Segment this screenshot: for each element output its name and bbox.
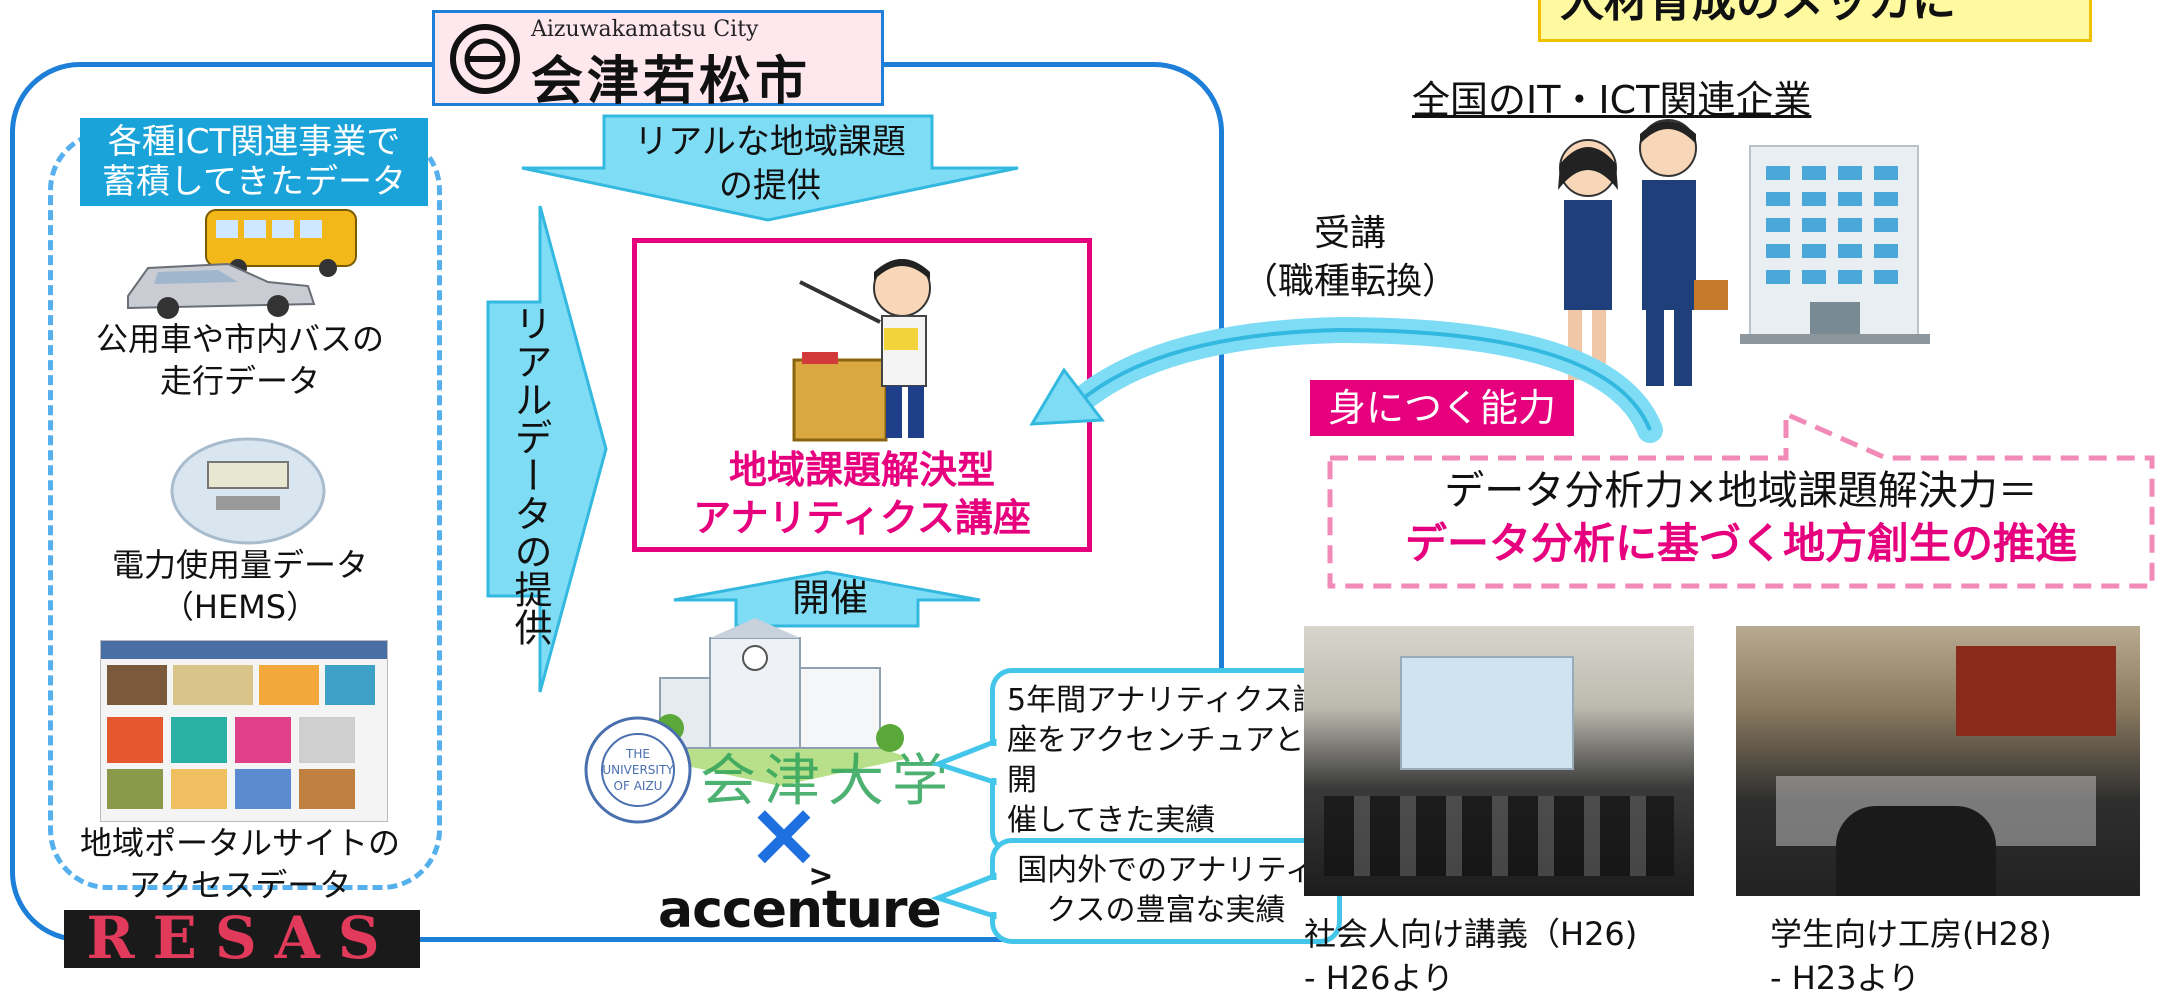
portal-data-label: 地域ポータルサイトの アクセスデータ — [79, 824, 400, 904]
data-panel-label: 各種ICT関連事業で 蓄積してきたデータ — [80, 118, 428, 206]
city-name-en: Aizuwakamatsu City — [531, 17, 759, 42]
office-building-icon — [1740, 145, 1930, 344]
accenture-logo: accenture — [658, 880, 942, 940]
formula-line2: データ分析に基づく地方創生の推進 — [1404, 519, 2077, 568]
bus-car-icon — [127, 209, 357, 319]
lecture-photo — [1304, 626, 1694, 896]
university-callout-tail — [930, 738, 1000, 786]
workshop-caption: 学生向け工房(H28) - H23より — [1770, 915, 2052, 997]
title-banner-text: 人材育成のメッカに — [1560, 0, 1956, 27]
university-name: 会津大学 — [700, 749, 956, 814]
accenture-callout-tail — [930, 872, 1000, 920]
skill-label: 身につく能力 — [1310, 380, 1575, 436]
workshop-photo — [1736, 626, 2140, 896]
companies-title: 全国のIT・ICT関連企業 — [1412, 78, 1812, 122]
formula-line1: データ分析力×地域課題解決力＝ — [1444, 468, 2038, 514]
bus-data-label: 公用車や市内バスの 走行データ — [95, 320, 384, 400]
city-logo: Aizuwakamatsu City 会津若松市 — [432, 10, 884, 112]
university-seal-text: THE UNIVERSITY OF AIZU — [602, 747, 674, 793]
arrow-down-issues-label: リアルな地域課題 の提供 — [634, 122, 906, 206]
arrow-up-held-label: 開催 — [791, 576, 868, 620]
cross-symbol: × — [746, 782, 822, 887]
accenture-callout: 国内外でのアナリティ クスの豊富な実績 — [990, 838, 1342, 944]
university-callout: 5年間アナリティクス講 座をアクセンチュアと開 催してきた実績 — [990, 668, 1342, 854]
arrow-down-issues — [521, 114, 1019, 222]
lecture-caption: 社会人向け講義（H26) - H26より — [1304, 915, 1638, 997]
university-seal-icon — [584, 716, 692, 824]
resas-logo-text: RESAS — [86, 904, 398, 972]
city-emblem-icon — [450, 24, 520, 94]
accenture-chevron-icon: > — [808, 859, 834, 894]
city-name-ja: 会津若松市 — [531, 51, 812, 112]
power-meter-icon — [170, 437, 326, 545]
arrow-up-held — [673, 570, 981, 628]
arrow-right-data-label: リアルデータの提供 — [508, 304, 552, 646]
attend-label: 受講 （職種転換） — [1241, 213, 1458, 302]
attend-curved-arrow — [1029, 316, 1663, 443]
formula-bubble-outline — [1327, 410, 2155, 589]
teacher-icon — [792, 259, 931, 442]
course-title: 地域課題解決型 アナリティクス講座 — [693, 448, 1031, 540]
portal-screenshot — [100, 640, 388, 822]
university-building-icon — [650, 618, 910, 786]
hems-data-label: 電力使用量データ （HEMS） — [111, 546, 368, 626]
arrow-right-data — [486, 205, 608, 693]
resas-logo — [64, 910, 420, 968]
title-banner — [1538, 0, 2092, 42]
